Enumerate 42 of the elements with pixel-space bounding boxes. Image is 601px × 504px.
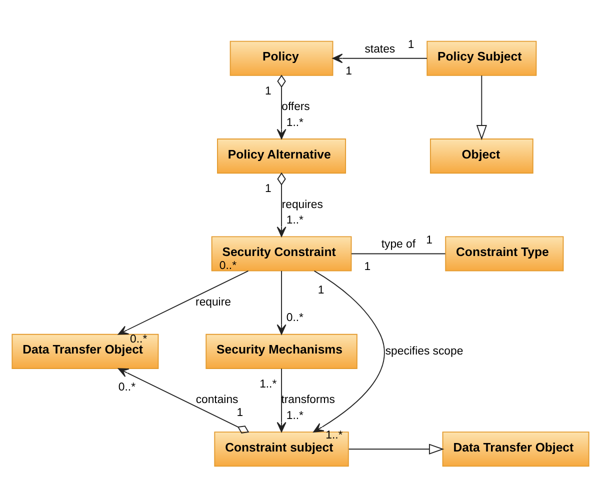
label: 1..* xyxy=(260,378,277,390)
node-box: Policy xyxy=(230,40,334,76)
edge-label: type of xyxy=(381,238,416,250)
connector xyxy=(350,252,446,254)
node-box: Policy Subject xyxy=(426,40,537,76)
arrow xyxy=(118,368,250,433)
edge-label: contains xyxy=(196,394,238,406)
label: 1 xyxy=(408,38,414,50)
label: 1 xyxy=(426,234,432,246)
label: 1 xyxy=(318,284,324,296)
arrow xyxy=(276,270,286,334)
label: 1..* xyxy=(286,116,304,128)
label: 1 xyxy=(364,260,371,273)
arrow xyxy=(476,74,487,140)
arrow xyxy=(118,270,249,334)
label: 1 xyxy=(236,406,244,418)
label: 1..* xyxy=(286,409,304,422)
arrow xyxy=(276,172,286,236)
edge-label: offers xyxy=(282,100,310,113)
arrow xyxy=(276,368,286,432)
label: 0..* xyxy=(286,312,304,324)
label: 0..* xyxy=(130,332,148,345)
edge-label: specifies scope xyxy=(385,344,464,357)
label: 0..* xyxy=(118,381,136,394)
label: 1 xyxy=(264,84,272,97)
edge-label: require xyxy=(196,296,231,308)
edge-label: requires xyxy=(282,198,323,210)
arrow xyxy=(348,443,444,454)
edge-label: states xyxy=(364,42,396,55)
arrow xyxy=(276,74,286,139)
node-box: Security Mechanisms xyxy=(206,333,358,368)
node-box: Data Transfer Object xyxy=(442,431,590,466)
label: 0..* xyxy=(219,259,237,272)
label: 1 xyxy=(346,65,352,78)
node-box: Constraint Type xyxy=(445,236,564,271)
label: 1..* xyxy=(326,428,343,441)
label: 1..* xyxy=(286,214,304,226)
node-box: Object xyxy=(430,138,534,174)
label: 1 xyxy=(264,182,272,195)
arrow xyxy=(332,53,428,63)
arrow xyxy=(313,270,385,432)
node-box: Policy Alternative xyxy=(217,138,346,174)
